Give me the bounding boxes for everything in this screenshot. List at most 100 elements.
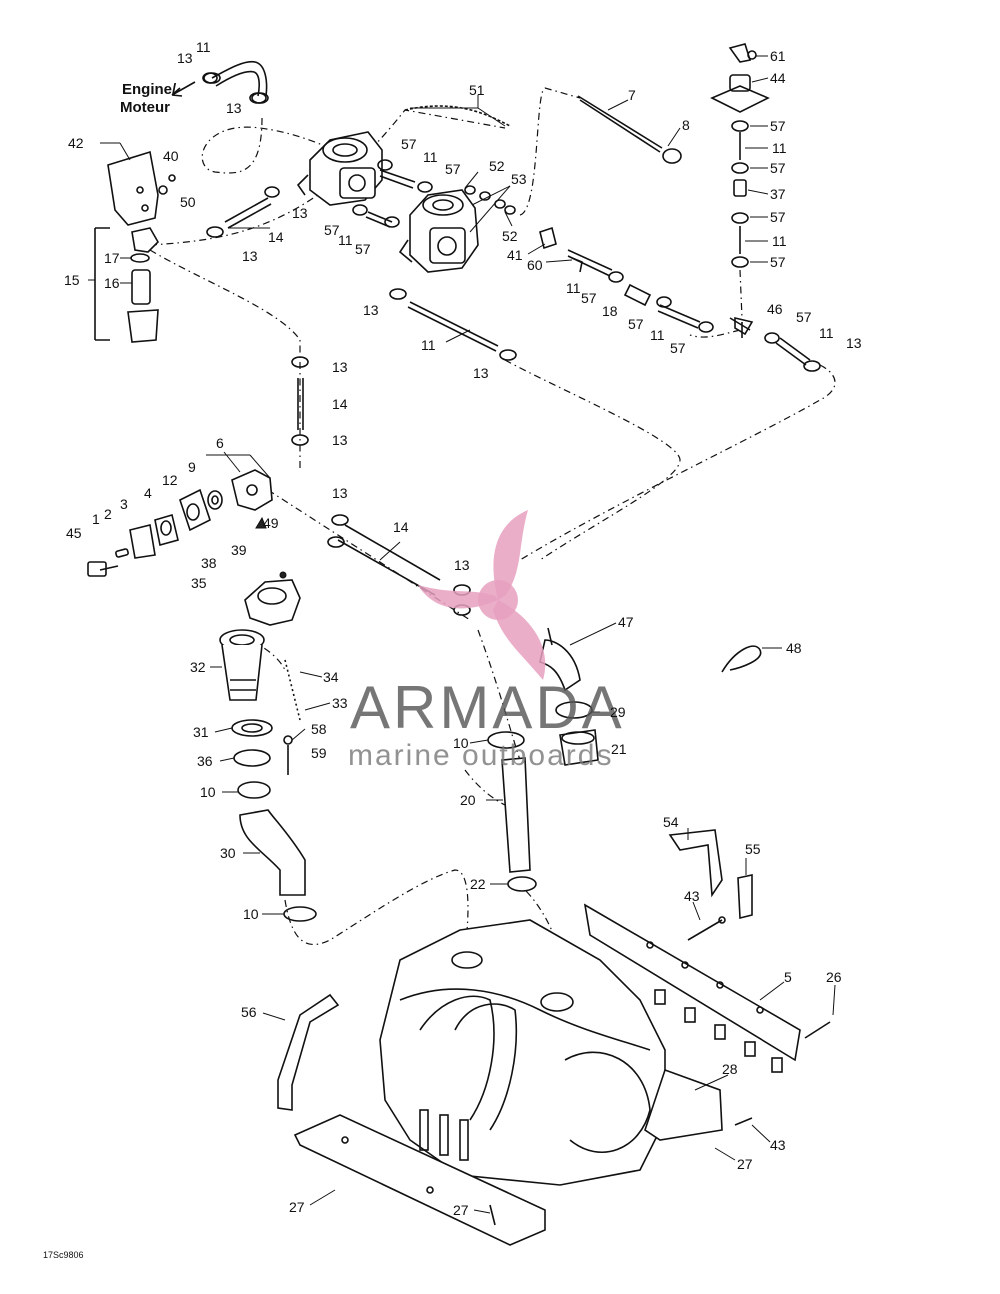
callout: 5 <box>784 969 792 985</box>
callout: 4 <box>144 485 152 501</box>
callout: 57 <box>445 161 461 177</box>
callout: 11 <box>421 337 436 353</box>
leader-lines <box>88 55 836 1214</box>
callout: 10 <box>453 735 469 751</box>
callout: 42 <box>68 135 84 151</box>
callout: 41 <box>507 247 523 263</box>
callout: 57 <box>355 241 371 257</box>
callout: 3 <box>120 496 128 512</box>
callout: 11 <box>772 140 787 156</box>
callout: 46 <box>767 301 783 317</box>
callout: 26 <box>826 969 842 985</box>
fuel-tank <box>379 919 666 1186</box>
carburetor-rear <box>398 189 479 273</box>
callout: 35 <box>191 575 207 591</box>
callout: 31 <box>193 724 209 740</box>
tank-supports <box>277 903 831 1246</box>
callout: 11 <box>650 327 665 343</box>
watermark-tagline: marine outboards <box>348 739 613 772</box>
straight-hose-sections <box>224 169 811 596</box>
callout: 47 <box>618 614 634 630</box>
callout: 13 <box>242 248 258 264</box>
callout: 40 <box>163 148 179 164</box>
callout: 10 <box>243 906 259 922</box>
callout: 43 <box>770 1137 786 1153</box>
callout: 13 <box>846 335 862 351</box>
callout: 13 <box>332 432 348 448</box>
callout: 17 <box>104 250 120 266</box>
callout: 13 <box>363 302 379 318</box>
callout: 54 <box>663 814 679 830</box>
filter-bracket <box>107 150 176 226</box>
callout: 13 <box>332 485 348 501</box>
callout: 13 <box>226 100 242 116</box>
callout: 8 <box>682 117 690 133</box>
callout: 12 <box>162 472 178 488</box>
callout: 57 <box>796 309 812 325</box>
engine-arrow <box>171 81 196 97</box>
propeller-blade <box>493 600 546 680</box>
propeller-blade <box>418 585 498 609</box>
callout: 57 <box>401 136 417 152</box>
callout: 55 <box>745 841 761 857</box>
callout: 13 <box>177 50 193 66</box>
callout: 13 <box>454 557 470 573</box>
misc-brackets <box>668 645 762 941</box>
callout: 13 <box>473 365 489 381</box>
vent-column <box>710 43 770 336</box>
callout: 57 <box>628 316 644 332</box>
hose-clamps <box>203 72 821 616</box>
drawing-code: 17Sc9806 <box>43 1250 84 1260</box>
callout: 11 <box>772 233 787 249</box>
callout: 20 <box>460 792 476 808</box>
callout: 43 <box>684 888 700 904</box>
callout: 2 <box>104 506 112 522</box>
callout: 44 <box>770 70 786 86</box>
fuel-line-7 <box>577 95 682 164</box>
callout: 45 <box>66 525 82 541</box>
callout: 52 <box>502 228 518 244</box>
moteur-label: Moteur <box>120 99 170 116</box>
filler-neck-assembly <box>219 571 317 922</box>
callout: 11 <box>423 149 438 165</box>
fuel-valve-assembly <box>87 469 273 577</box>
engine-inlet-hose <box>202 60 269 104</box>
callout: 36 <box>197 753 213 769</box>
callout: 7 <box>628 87 636 103</box>
callout: 1 <box>92 511 100 527</box>
callout: 29 <box>610 704 626 720</box>
callout: 37 <box>770 186 786 202</box>
callout: 57 <box>770 209 786 225</box>
callout: 33 <box>332 695 348 711</box>
callout: 18 <box>602 303 618 319</box>
armada-watermark: ARMADA marine outboards <box>348 510 622 772</box>
callout: 51 <box>469 82 485 98</box>
fuel-filter-assembly <box>94 227 159 343</box>
pump-hose-assembly <box>487 627 599 892</box>
propeller-logo <box>418 510 546 680</box>
callout: 9 <box>188 459 196 475</box>
callout: 15 <box>64 272 80 288</box>
throttle-cable-51 <box>404 105 511 127</box>
callout: 48 <box>786 640 802 656</box>
callout: 6 <box>216 435 224 451</box>
callout: 30 <box>220 845 236 861</box>
callout: 11 <box>566 280 581 296</box>
callout: 57 <box>770 160 786 176</box>
callout: 14 <box>393 519 409 535</box>
callout: 39 <box>231 542 247 558</box>
callout: 38 <box>201 555 217 571</box>
callout: 16 <box>104 275 120 291</box>
callout: 13 <box>292 205 308 221</box>
callout: 61 <box>770 48 786 64</box>
callout: 49 <box>263 515 279 531</box>
callout: 56 <box>241 1004 257 1020</box>
callout: 27 <box>453 1202 469 1218</box>
callout: 34 <box>323 669 339 685</box>
callout: 28 <box>722 1061 738 1077</box>
callout: 52 <box>489 158 505 174</box>
callout: 21 <box>611 741 627 757</box>
callout: 50 <box>180 194 196 210</box>
callout: 11 <box>196 39 211 55</box>
